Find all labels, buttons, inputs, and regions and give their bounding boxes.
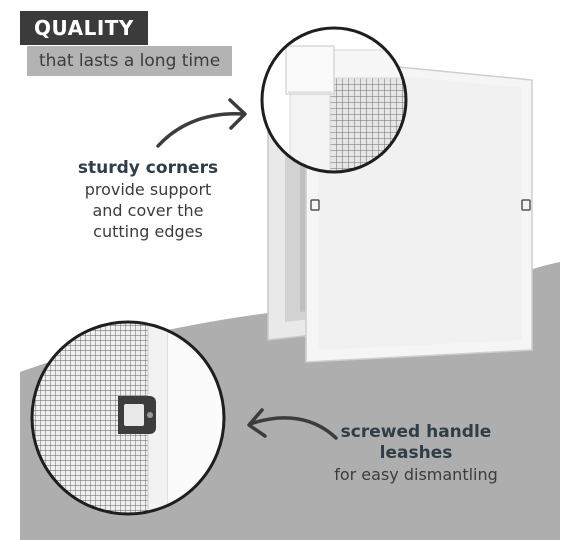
corners-title: sturdy corners <box>77 158 219 178</box>
handle-detail-zoom <box>30 320 226 516</box>
curved-arrow-icon <box>156 98 247 148</box>
curved-arrow-icon <box>247 408 338 440</box>
corner-detail-zoom <box>260 26 408 174</box>
handle-callout: screwed handle leashes for easy dismantl… <box>316 422 516 485</box>
corners-text-line: provide support <box>84 180 212 199</box>
corners-text-line: cutting edges <box>93 222 203 241</box>
quality-badge: QUALITY <box>20 11 148 45</box>
handle-leash-icon <box>118 396 156 434</box>
handle-title-line: leashes <box>379 443 453 463</box>
handle-text-line: for easy dismantling <box>334 465 498 484</box>
quality-subtitle: that lasts a long time <box>27 46 233 76</box>
corners-text-line: and cover the <box>92 201 204 220</box>
handle-title-line: screwed handle <box>340 422 492 442</box>
corners-callout: sturdy corners provide support and cover… <box>62 158 234 242</box>
